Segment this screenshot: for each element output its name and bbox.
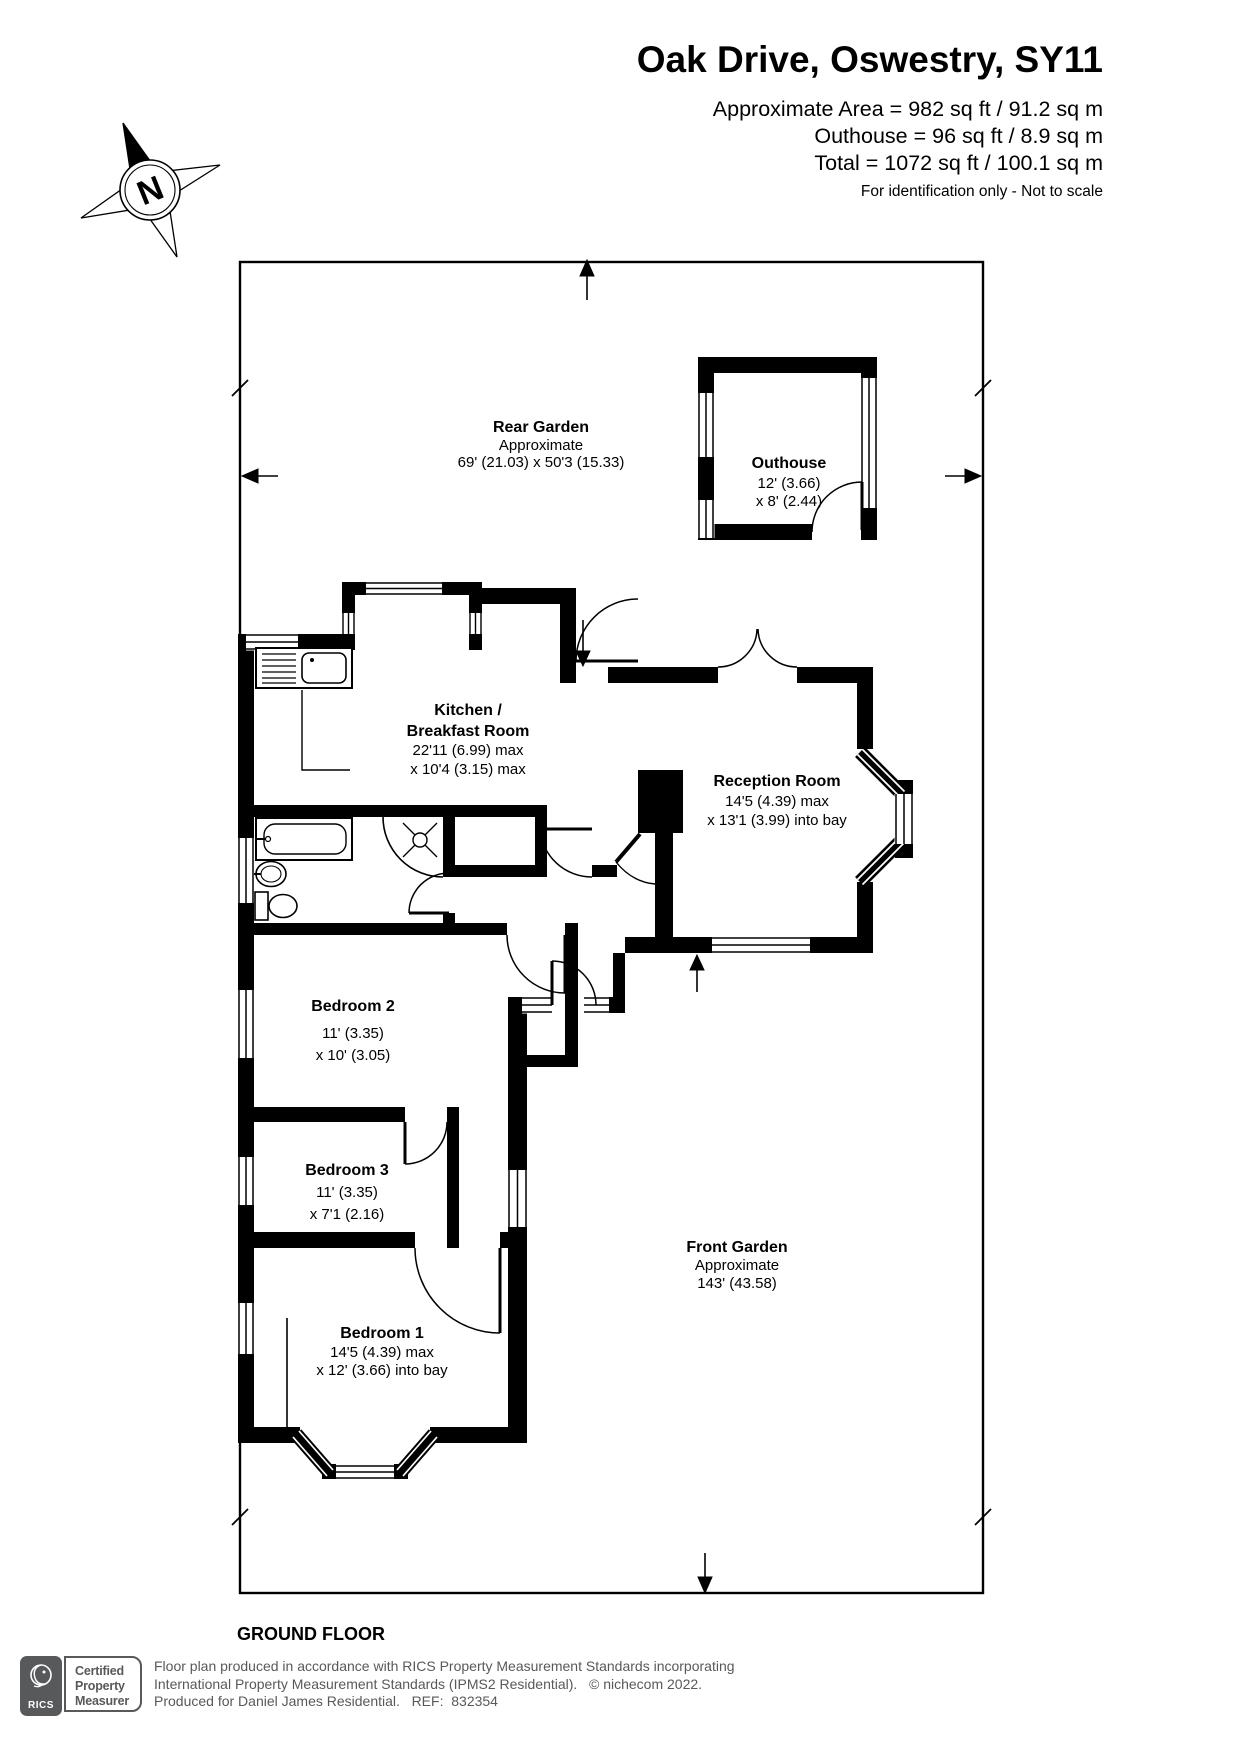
- rics-logo-text: RICS: [28, 1700, 54, 1711]
- room-dim-bedroom2: x 10' (3.05): [316, 1047, 391, 1064]
- bedroom3-window: [237, 1157, 255, 1205]
- porch-window: [522, 996, 552, 1014]
- outhouse-window: [697, 393, 715, 538]
- rics-logo: RICS: [20, 1656, 62, 1716]
- room-label-outhouse: Outhouse: [752, 455, 827, 472]
- approximate-area: Approximate Area = 982 sq ft / 91.2 sq m: [712, 97, 1103, 121]
- kitchen-counter-line: [301, 690, 350, 771]
- room-label-reception: Reception Room: [713, 773, 840, 790]
- house-windows: [237, 581, 810, 1354]
- certified-measurer-badge: Certified Property Measurer: [64, 1656, 142, 1712]
- reception-front-window: [712, 936, 810, 954]
- footer-line-1: Floor plan produced in accordance with R…: [154, 1658, 735, 1674]
- badge-line: Certified: [75, 1664, 124, 1678]
- room-dim-kitchen: x 10'4 (3.15) max: [410, 761, 526, 778]
- shower-icon: [382, 816, 444, 878]
- room-dim-bedroom1: x 12' (3.66) into bay: [316, 1362, 448, 1379]
- bedroom3-door: [403, 1121, 448, 1165]
- area-summary: Approximate Area = 982 sq ft / 91.2 sq m…: [637, 96, 1103, 177]
- bathroom-window: [237, 838, 255, 903]
- room-dim-front-garden: Approximate: [695, 1257, 779, 1274]
- room-labels: Rear Garden Approximate 69' (21.03) x 50…: [305, 419, 847, 1379]
- hall-door: [539, 827, 593, 878]
- rics-lion-icon: [30, 1664, 52, 1688]
- bathtub-icon: [255, 817, 353, 861]
- outhouse-window: [860, 378, 878, 508]
- entrance-arrows: [575, 620, 705, 992]
- bedroom1-window: [237, 1303, 255, 1354]
- room-dim-bedroom3: 11' (3.35): [316, 1184, 378, 1201]
- room-dim-outhouse: x 8' (2.44): [756, 493, 822, 510]
- chimney-breast: [638, 770, 683, 833]
- room-label-rear-garden: Rear Garden: [493, 419, 589, 436]
- bathroom-door: [408, 872, 450, 915]
- room-label-kitchen: Breakfast Room: [407, 723, 530, 740]
- outhouse-structure: [697, 357, 878, 540]
- kitchen-sink-icon: [255, 647, 353, 689]
- compass-icon: N: [80, 122, 221, 258]
- room-label-bedroom1: Bedroom 1: [340, 1325, 424, 1342]
- room-dim-kitchen: 22'11 (6.99) max: [413, 742, 524, 759]
- reception-door: [614, 832, 656, 885]
- badge-line: Measurer: [75, 1694, 129, 1708]
- toilet-icon: [254, 891, 298, 921]
- room-dim-reception: x 13'1 (3.99) into bay: [707, 812, 847, 829]
- badge-line: Property: [75, 1679, 125, 1693]
- basin-icon: [254, 860, 287, 888]
- room-dim-bedroom2: 11' (3.35): [322, 1025, 384, 1042]
- fixtures: [254, 647, 444, 1427]
- bedroom2-window: [237, 990, 255, 1058]
- room-dim-bedroom1: 14'5 (4.39) max: [330, 1344, 434, 1361]
- footer-line-3: Produced for Daniel James Residential. R…: [154, 1693, 498, 1709]
- bedroom1-door: [414, 1247, 502, 1334]
- boundary-arrows: [240, 258, 983, 1595]
- house-doors: [403, 598, 798, 1334]
- footer-disclaimer: Floor plan produced in accordance with R…: [154, 1656, 735, 1711]
- rear-door: [575, 598, 639, 663]
- room-dim-front-garden: 143' (43.58): [697, 1275, 777, 1292]
- room-dim-rear-garden: 69' (21.03) x 50'3 (15.33): [458, 454, 625, 471]
- room-dim-outhouse: 12' (3.66): [758, 475, 821, 492]
- room-label-bedroom3: Bedroom 3: [305, 1162, 389, 1179]
- footer-line-2: International Property Measurement Stand…: [154, 1675, 703, 1692]
- bay-windows-angled: [290, 747, 914, 1480]
- outhouse-door: [811, 481, 864, 533]
- hall-side-window: [507, 1170, 528, 1227]
- room-dim-rear-garden: Approximate: [499, 437, 583, 454]
- outhouse-area: Outhouse = 96 sq ft / 8.9 sq m: [814, 124, 1103, 148]
- total-area: Total = 1072 sq ft / 100.1 sq m: [814, 151, 1103, 175]
- french-doors: [717, 628, 798, 668]
- footer: RICS Certified Property Measurer Floor p…: [20, 1656, 735, 1716]
- room-label-kitchen: Kitchen /: [434, 702, 502, 719]
- room-dim-bedroom3: x 7'1 (2.16): [310, 1206, 385, 1223]
- bedroom2-door: [506, 934, 567, 994]
- front-door: [550, 960, 597, 1006]
- room-label-front-garden: Front Garden: [686, 1239, 787, 1256]
- scale-disclaimer: For identification only - Not to scale: [860, 183, 1103, 200]
- page-title: Oak Drive, Oswestry, SY11: [636, 39, 1103, 80]
- room-label-bedroom2: Bedroom 2: [311, 998, 395, 1015]
- kitchen-bay-window: [341, 581, 483, 634]
- room-dim-reception: 14'5 (4.39) max: [725, 793, 829, 810]
- floor-label: GROUND FLOOR: [237, 1624, 385, 1644]
- header: Oak Drive, Oswestry, SY11 Approximate Ar…: [637, 38, 1103, 201]
